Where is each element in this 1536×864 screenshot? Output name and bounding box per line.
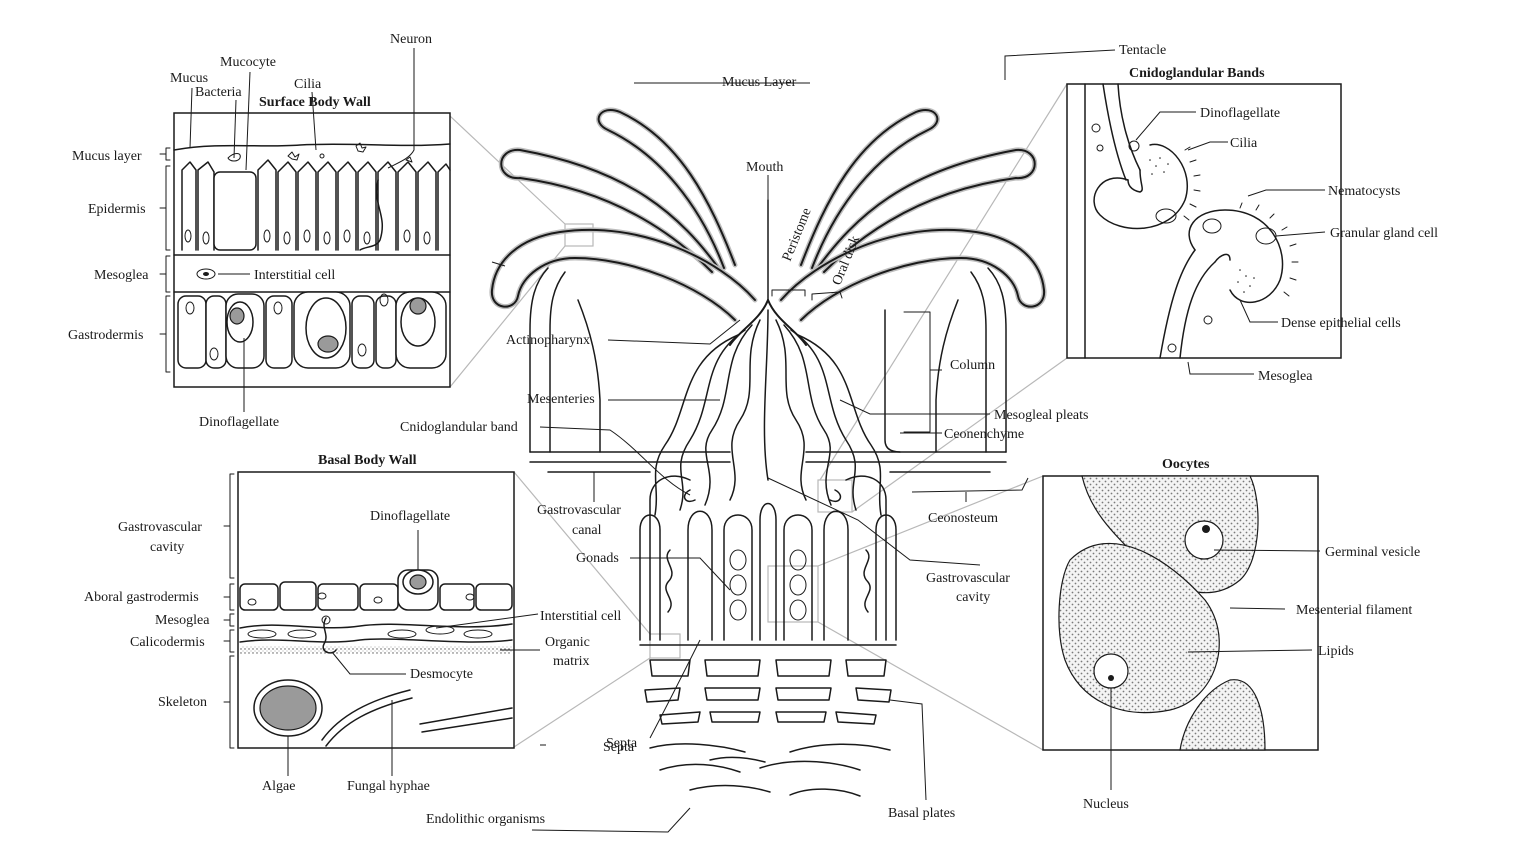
label-gastrovascular-cavity-basal-2: cavity: [150, 540, 184, 555]
label-dinoflagellate-surface: Dinoflagellate: [199, 415, 279, 430]
label-gastrovascular-cavity-center-2: cavity: [956, 590, 990, 605]
label-aboral-gastrodermis: Aboral gastrodermis: [84, 590, 199, 605]
label-actinopharynx: Actinopharynx: [506, 333, 590, 348]
label-gastrovascular-canal-1: Gastrovascular: [537, 503, 621, 518]
label-mucus-layer-side: Mucus layer: [72, 149, 142, 164]
upper-tentacle-left: [498, 107, 738, 275]
title-oocytes: Oocytes: [1162, 457, 1210, 472]
label-organic-matrix-1: Organic: [545, 635, 590, 650]
label-endolithic-organisms: Endolithic organisms: [426, 812, 545, 827]
oocytes-inset: [1042, 475, 1319, 751]
upper-tentacle-right: [798, 107, 1038, 275]
label-nematocysts: Nematocysts: [1328, 184, 1400, 199]
label-calicodermis: Calicodermis: [130, 635, 205, 650]
label-mucus: Mucus: [170, 71, 208, 86]
septa-chambers: [639, 475, 897, 646]
basal-plates: [644, 659, 892, 725]
label-gastrodermis: Gastrodermis: [68, 328, 143, 343]
label-ceonenchyme: Ceonenchyme: [944, 427, 1024, 442]
label-cilia-surface: Cilia: [294, 77, 322, 92]
oral-disk-right: [778, 227, 1047, 453]
oral-disk-left: [489, 227, 758, 453]
label-septa-1: Septa: [606, 736, 638, 751]
label-mucus-layer-top: Mucus Layer: [722, 75, 797, 90]
label-organic-matrix-2: matrix: [553, 654, 590, 669]
label-neuron: Neuron: [390, 32, 432, 47]
label-nucleus: Nucleus: [1083, 797, 1129, 812]
label-algae: Algae: [262, 779, 295, 794]
label-septa-2: Septa: [603, 740, 635, 755]
label-mesoglea-side: Mesoglea: [94, 268, 149, 283]
label-ceonosteum: Ceonosteum: [928, 511, 998, 526]
label-cilia-cnido: Cilia: [1230, 136, 1258, 151]
mesenteries: [654, 309, 882, 516]
label-lipids: Lipids: [1318, 644, 1354, 659]
basal-body-wall-inset: [223, 471, 515, 749]
label-tentacle: Tentacle: [1119, 43, 1166, 58]
label-epidermis: Epidermis: [88, 202, 146, 217]
label-bacteria: Bacteria: [195, 85, 242, 100]
label-gastrovascular-canal-2: canal: [572, 523, 602, 538]
label-mucocyte: Mucocyte: [220, 55, 276, 70]
label-dense-epithelial-cells: Dense epithelial cells: [1281, 316, 1401, 331]
title-basal-body-wall: Basal Body Wall: [318, 453, 417, 468]
leader-lines: [189, 48, 1326, 833]
label-germinal-vesicle: Germinal vesicle: [1325, 545, 1420, 560]
title-surface-body-wall: Surface Body Wall: [259, 95, 371, 110]
endolithic-organisms: [649, 743, 891, 797]
surface-body-wall-inset: [159, 112, 451, 388]
label-desmocyte: Desmocyte: [410, 667, 473, 682]
label-cnidoglandular-band: Cnidoglandular band: [400, 420, 518, 435]
label-basal-plates: Basal plates: [888, 806, 955, 821]
label-mesoglea-cnido: Mesoglea: [1258, 369, 1313, 384]
label-mesenteries: Mesenteries: [527, 392, 595, 407]
label-gonads: Gonads: [576, 551, 619, 566]
label-mesogleal-pleats: Mesogleal pleats: [994, 408, 1088, 423]
label-dinoflagellate-cnido: Dinoflagellate: [1200, 106, 1280, 121]
label-column: Column: [950, 358, 995, 373]
label-granular-gland-cell: Granular gland cell: [1330, 226, 1438, 241]
label-interstitial-cell-surface: Interstitial cell: [254, 268, 335, 283]
title-cnidoglandular-bands: Cnidoglandular Bands: [1129, 66, 1265, 81]
coral-polyp: [489, 107, 1047, 797]
label-interstitial-cell-basal: Interstitial cell: [540, 609, 621, 624]
label-peristome: Peristome: [780, 206, 815, 264]
label-mesenterial-filament: Mesenterial filament: [1296, 603, 1412, 618]
label-dinoflagellate-basal: Dinoflagellate: [370, 509, 450, 524]
label-fungal-hyphae: Fungal hyphae: [347, 779, 430, 794]
label-gastrovascular-cavity-basal-1: Gastrovascular: [118, 520, 202, 535]
label-skeleton: Skeleton: [158, 695, 207, 710]
cnidoglandular-bands-inset: [1066, 83, 1342, 359]
label-gastrovascular-cavity-center-1: Gastrovascular: [926, 571, 1010, 586]
label-mesoglea-basal: Mesoglea: [155, 613, 210, 628]
label-mouth: Mouth: [746, 160, 783, 175]
